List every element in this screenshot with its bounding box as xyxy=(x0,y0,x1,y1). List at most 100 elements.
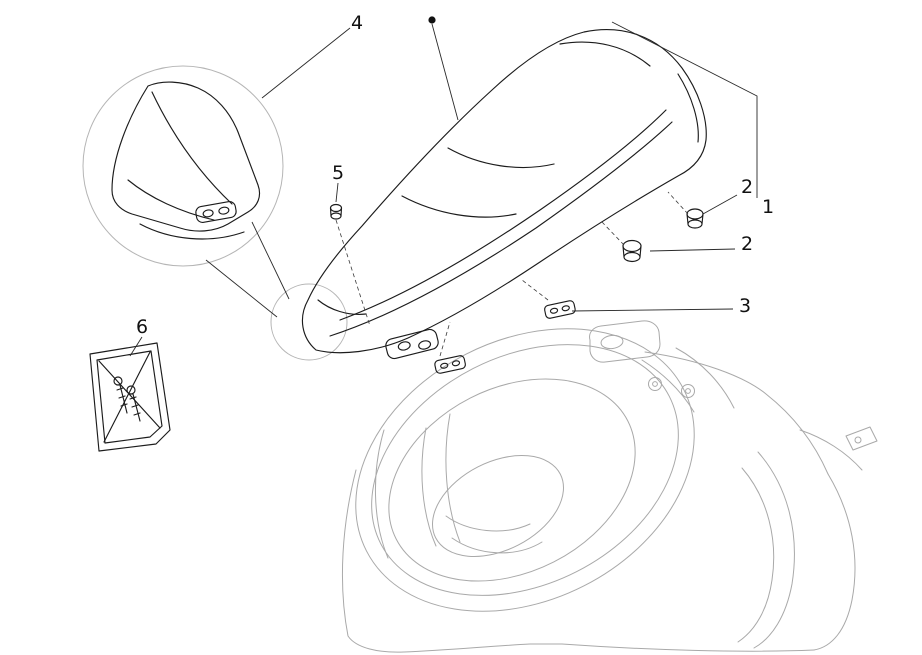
callout-labels: 4 5 2 1 2 3 6 xyxy=(136,12,774,338)
helmet-compartment-floor xyxy=(432,455,564,557)
body-connector-line xyxy=(641,359,695,413)
compartment-left-edge xyxy=(375,429,389,559)
zoom-connector-line xyxy=(251,221,290,300)
grommet-top xyxy=(329,203,343,213)
body-shoulder-line xyxy=(799,429,863,471)
body-rear-top xyxy=(644,351,829,475)
screw-head xyxy=(113,376,123,386)
helmet-compartment-rim-outer xyxy=(355,328,695,612)
screw-a xyxy=(113,376,128,414)
buffer-bottom xyxy=(623,251,641,263)
saddle-contour-mid xyxy=(339,109,667,321)
leader-callout-5 xyxy=(335,182,339,203)
saddle-cross-seam xyxy=(447,147,555,169)
callout-label-2b: 2 xyxy=(741,233,753,255)
compartment-rib xyxy=(445,413,461,543)
scooter-body xyxy=(341,320,878,653)
screw-b xyxy=(126,385,141,422)
buffer-side xyxy=(622,245,642,258)
detail-latch-hole xyxy=(202,209,214,218)
leader-callout-1 xyxy=(611,21,758,198)
hinge-hole xyxy=(648,377,662,391)
assembly-dashed-lines xyxy=(335,191,689,357)
leader-callout-2a xyxy=(702,194,738,215)
bracket-hole xyxy=(549,307,559,314)
callout-label-6: 6 xyxy=(136,316,148,338)
saddle-cross-seam xyxy=(401,195,517,218)
saddle-front-latch-body xyxy=(385,328,439,360)
dashed-grommet-to-seat xyxy=(335,219,371,327)
bracket-hole xyxy=(561,305,570,312)
wheel-arch-outer xyxy=(753,451,795,649)
seat-latch-plate xyxy=(589,320,661,363)
seat-bracket-part-3a xyxy=(544,300,576,319)
saddle-front-latch-hole xyxy=(418,340,432,350)
saddle-hump-line xyxy=(559,41,651,67)
saddle-front-latch xyxy=(385,328,439,360)
zoom-detail-drawing xyxy=(111,81,261,240)
buffer-top xyxy=(686,208,704,220)
detail-latch-body xyxy=(195,201,237,223)
callout-label-1: 1 xyxy=(762,196,774,218)
leader-reference-dot xyxy=(431,23,459,121)
sheet-inner-border xyxy=(96,350,163,444)
detail-inner-flap xyxy=(127,179,215,221)
body-bottom-front xyxy=(403,643,531,653)
compartment-rib xyxy=(421,427,437,547)
small-parts xyxy=(89,203,704,452)
zoom-connector-lines xyxy=(205,221,290,318)
screw-head xyxy=(126,385,136,395)
grommet-bottom xyxy=(330,212,342,220)
body-side-tab-hole xyxy=(854,436,862,444)
leader-lines xyxy=(129,16,758,357)
dashed-buffer-a-to-seat xyxy=(667,191,689,215)
reference-dot-icon xyxy=(428,16,436,24)
body-front-silhouette xyxy=(341,469,405,653)
bracket-body xyxy=(434,355,466,374)
screw-shaft xyxy=(116,384,128,414)
helmet-compartment-rim-inner xyxy=(371,344,679,596)
detail-latch-hole xyxy=(218,206,230,215)
bracket-body xyxy=(544,300,576,319)
bracket-hole xyxy=(451,360,461,367)
leader-callout-2b xyxy=(649,248,736,252)
detail-latch-bracket xyxy=(195,201,237,223)
buffer-top xyxy=(622,239,642,253)
saddle-nose-crease xyxy=(317,299,367,315)
seat-bracket-part-3b xyxy=(434,355,466,374)
leader-callout-6 xyxy=(129,336,143,357)
buffer-side xyxy=(686,213,704,225)
helmet-compartment-wall xyxy=(388,378,636,582)
detail-base-curve xyxy=(139,223,245,240)
dashed-bracket-b-to-seat xyxy=(439,321,451,357)
dashed-bracket-a-to-seat xyxy=(521,279,549,301)
compartment-floor-line xyxy=(445,515,531,532)
buffer-bottom xyxy=(687,219,703,229)
sheet-crease xyxy=(103,351,151,443)
seat-latch-slot xyxy=(600,334,624,350)
callout-label-5: 5 xyxy=(332,162,344,184)
hinge-hole-center xyxy=(652,381,658,387)
screw-shaft xyxy=(129,393,141,422)
rubber-buffer-part-2a xyxy=(686,208,704,229)
leader-callout-4 xyxy=(261,27,351,99)
body-rear-back xyxy=(813,473,856,651)
zoom-connector-line xyxy=(205,259,278,318)
saddle-front-latch-hole xyxy=(397,341,411,351)
saddle xyxy=(301,29,707,360)
body-bottom-rear xyxy=(529,643,815,652)
body-connector-line xyxy=(675,347,735,409)
sheet-crease xyxy=(98,360,161,429)
callout-label-2a: 2 xyxy=(741,176,753,198)
saddle-outline xyxy=(301,29,707,354)
bracket-hole xyxy=(440,362,449,369)
dashed-buffer-b-to-seat xyxy=(601,221,625,246)
callout-label-3: 3 xyxy=(739,295,751,317)
body-side-tab xyxy=(845,426,878,451)
sheet-outline xyxy=(89,342,171,452)
callout-label-4: 4 xyxy=(351,12,363,34)
grommet-part-5 xyxy=(329,203,343,220)
hinge-hole xyxy=(681,384,695,398)
